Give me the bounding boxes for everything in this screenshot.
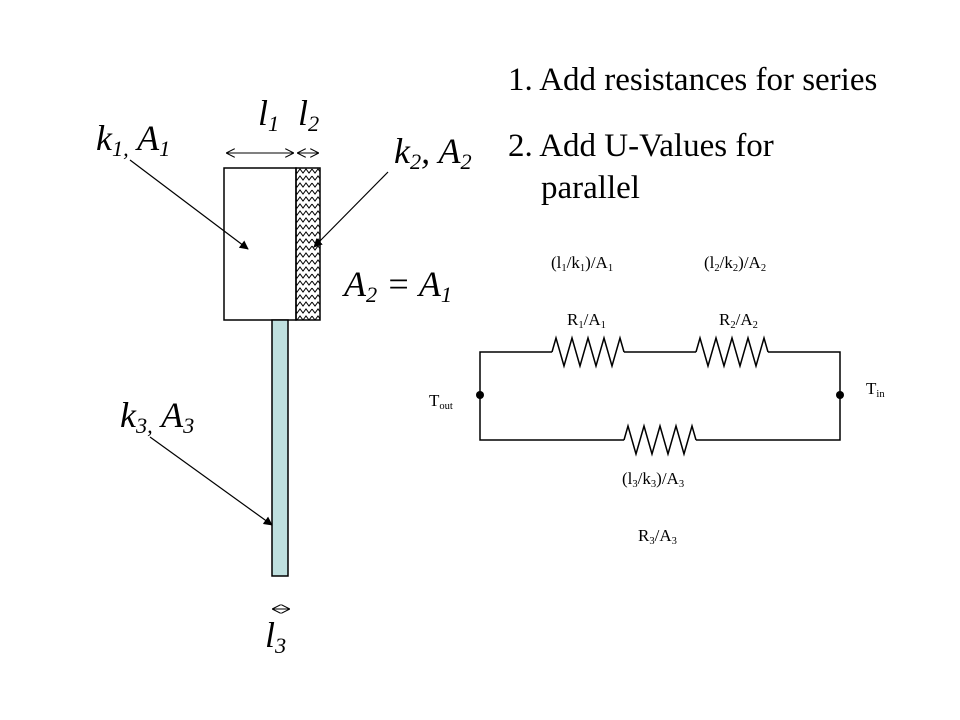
k2-pointer-arrow: [313, 171, 389, 248]
k1-pointer-arrow: [129, 159, 249, 250]
wall-layer-1: [223, 167, 297, 321]
node-t-in: [836, 391, 844, 399]
label-r3: R3/A3: [638, 526, 677, 547]
label-l3: l3: [265, 615, 287, 659]
resistor-r2: [695, 335, 769, 369]
resistor-r3: [623, 423, 697, 457]
label-t-out: Tout: [429, 391, 453, 412]
resistor-r1: [551, 335, 625, 369]
k3-pointer-arrow: [149, 436, 273, 526]
label-r1: R1/A1: [567, 310, 606, 331]
thin-member: [271, 319, 289, 577]
label-area-equation: A2 = A1: [344, 264, 452, 308]
label-t-in: Tin: [866, 379, 885, 400]
label-k2-a2: k2, A2: [394, 131, 472, 175]
rule-2: 2. Add U-Values for: [508, 128, 774, 164]
label-r2: R2/A2: [719, 310, 758, 331]
label-l1: l1: [258, 93, 280, 137]
rule-2-continued: parallel: [541, 170, 640, 206]
node-t-out: [476, 391, 484, 399]
label-k1-a1: k1, A1: [96, 118, 171, 162]
circuit-wires: [479, 335, 841, 457]
label-l2: l2: [298, 93, 320, 137]
label-k3-a3: k3, A3: [120, 395, 195, 439]
formula-top-left: (l1/k1)/A1: [551, 253, 614, 274]
rule-1: 1. Add resistances for series: [508, 62, 878, 98]
formula-bottom: (l3/k3)/A3: [622, 469, 685, 490]
formula-top-right: (l2/k2)/A2: [704, 253, 767, 274]
